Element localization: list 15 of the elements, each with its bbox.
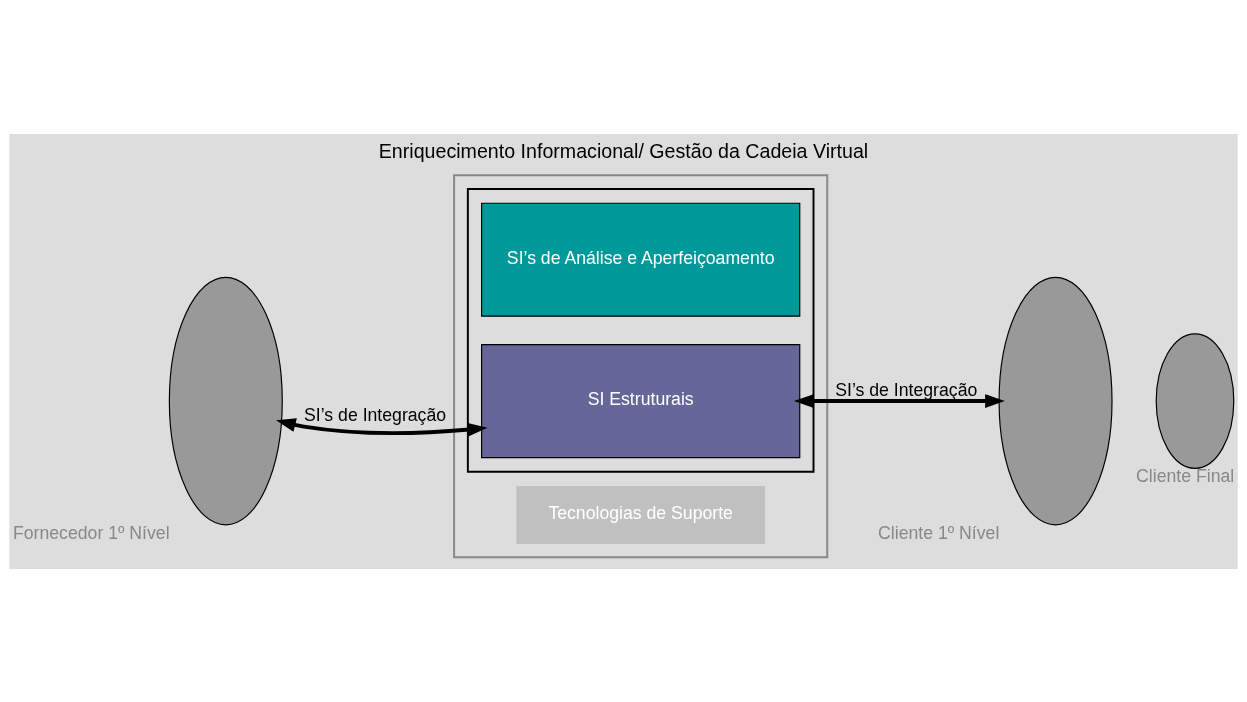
node-box: SI Estruturais <box>481 343 801 458</box>
arrow <box>793 393 1005 408</box>
arrow <box>276 417 488 437</box>
node-box: Tecnologias de Suporte <box>516 485 765 544</box>
diagram-title: Enriquecimento Informacional/ Gestão da Cadeia Virtual <box>378 139 869 162</box>
node-box: SI’s de Análise e Aperfeiçoamento <box>481 202 801 317</box>
edge-label: SI’s de Integração <box>835 379 978 400</box>
node-ellipse <box>168 276 283 525</box>
node-label: Cliente Final <box>1136 465 1235 486</box>
edge-label: SI’s de Integração <box>304 404 447 425</box>
node-ellipse <box>998 276 1113 525</box>
node-label: Fornecedor 1º Nível <box>12 522 170 543</box>
node-ellipse <box>1155 332 1235 469</box>
node-label: Cliente 1º Nível <box>878 522 1000 543</box>
cluster <box>453 173 829 558</box>
